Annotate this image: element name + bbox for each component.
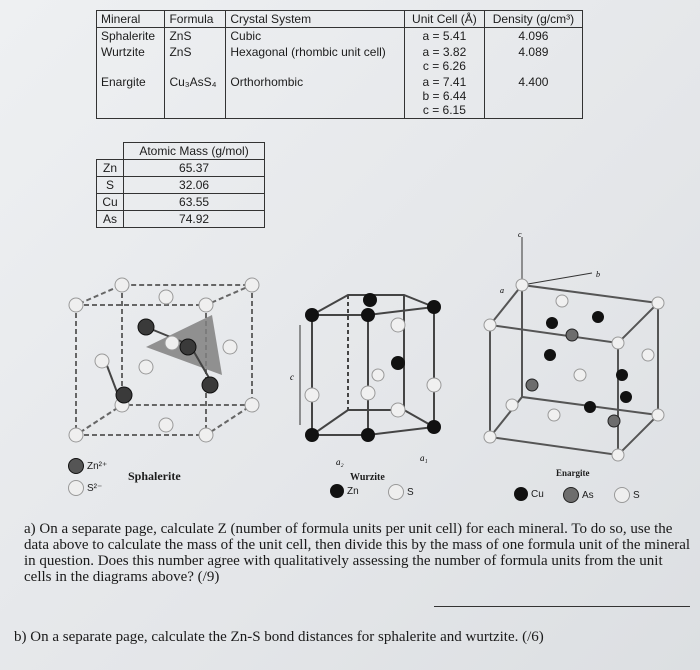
cell-unit-a: a = 3.82	[422, 45, 467, 59]
s-ball-icon	[68, 480, 84, 496]
cell-unit-a: a = 5.41	[403, 27, 485, 44]
wurtzite-caption: Wurzite	[350, 472, 385, 483]
legend-s: S	[614, 487, 640, 503]
cell-formula: ZnS	[164, 27, 227, 44]
s-atom	[304, 317, 442, 418]
legend-zn: Zn²⁺	[68, 458, 107, 474]
axis-a2-label: a₂	[336, 457, 344, 467]
element-cell: Zn	[95, 159, 125, 177]
cell-unit-c: c = 6.15	[422, 103, 466, 117]
axis-b-label: b	[596, 270, 600, 279]
axis-a-label: a	[500, 286, 504, 295]
minerals-header-row: Mineral Formula Crystal System Unit Cell…	[95, 10, 584, 28]
mass-cell: 63.55	[123, 193, 265, 211]
enargite-caption: Enargite	[556, 468, 590, 478]
zn-atom	[305, 293, 441, 442]
wurtzite-diagram: c a₂ a₁	[290, 293, 442, 467]
legend-label: S²⁻	[87, 482, 103, 494]
cell-system: Orthorhombic	[225, 74, 405, 119]
element-cell: As	[95, 210, 125, 228]
cell-mineral: Sphalerite	[95, 27, 166, 44]
enargite-diagram: c a b	[483, 230, 665, 462]
table-row-wurtzite: Wurtzite ZnS Hexagonal (rhombic unit cel…	[95, 44, 584, 74]
mass-header: Atomic Mass (g/mol)	[123, 142, 265, 160]
cell-unit-a: a = 7.41	[422, 75, 467, 89]
sphalerite-caption: Sphalerite	[128, 469, 181, 483]
header-density: Density (g/cm³)	[483, 10, 584, 28]
cell-unit-b: b = 6.44	[422, 89, 467, 103]
legend-label: S	[633, 489, 640, 501]
axis-c-label: c	[290, 372, 294, 382]
s-atom	[68, 277, 260, 443]
cu-atom	[544, 311, 632, 413]
legend-s: S	[388, 484, 414, 500]
legend-label: S	[407, 486, 414, 498]
question-a: a) On a separate page, calculate Z (numb…	[24, 521, 691, 585]
mass-corner	[96, 142, 125, 160]
header-cell: Unit Cell (Å)	[403, 10, 485, 28]
s-atom	[483, 278, 665, 462]
cell-mineral: Wurtzite	[95, 44, 166, 74]
mass-header-row: Atomic Mass (g/mol)	[96, 142, 265, 160]
cell-density: 4.089	[483, 44, 584, 74]
zn-ball-icon	[68, 458, 84, 474]
legend-s: S²⁻	[68, 480, 102, 496]
legend-cu: Cu	[514, 487, 544, 501]
legend-label: Zn²⁺	[87, 460, 108, 472]
axis-c-label: c	[518, 230, 522, 239]
cell-density: 4.096	[483, 27, 584, 44]
cell-formula: Cu₃AsS₄	[164, 74, 227, 119]
legend-zn: Zn	[330, 484, 359, 498]
header-system: Crystal System	[225, 10, 405, 28]
legend-label: Zn	[347, 485, 359, 497]
question-b: b) On a separate page, calculate the Zn-…	[14, 629, 544, 645]
cell-mineral: Enargite	[95, 74, 166, 119]
cell-formula: ZnS	[164, 44, 227, 74]
cell-unit-c: c = 6.26	[422, 59, 466, 73]
as-atom	[525, 328, 621, 428]
header-formula: Formula	[164, 10, 227, 28]
legend-label: As	[582, 489, 594, 501]
s-ball-icon	[388, 484, 404, 500]
mass-cell: 74.92	[123, 210, 265, 228]
legend-label: Cu	[531, 488, 544, 500]
element-cell: S	[95, 176, 125, 194]
axis-a1-label: a₁	[420, 453, 428, 463]
legend-as: As	[563, 487, 594, 503]
zn-atom	[115, 318, 219, 404]
zn-ball-icon	[330, 484, 344, 498]
as-ball-icon	[563, 487, 579, 503]
s-ball-icon	[614, 487, 630, 503]
answer-line	[434, 606, 690, 607]
element-cell: Cu	[95, 193, 125, 211]
mass-cell: 65.37	[123, 159, 265, 177]
cell-system: Hexagonal (rhombic unit cell)	[225, 44, 405, 74]
cu-ball-icon	[514, 487, 528, 501]
sphalerite-diagram	[68, 277, 260, 443]
cell-system: Cubic	[225, 27, 405, 44]
mass-cell: 32.06	[123, 176, 265, 194]
table-row-sphalerite: Sphalerite ZnS Cubic a = 5.41 4.096	[95, 27, 584, 44]
cell-density: 4.400	[483, 74, 584, 119]
minerals-table: Mineral Formula Crystal System Unit Cell…	[95, 10, 584, 119]
header-mineral: Mineral	[95, 10, 166, 28]
